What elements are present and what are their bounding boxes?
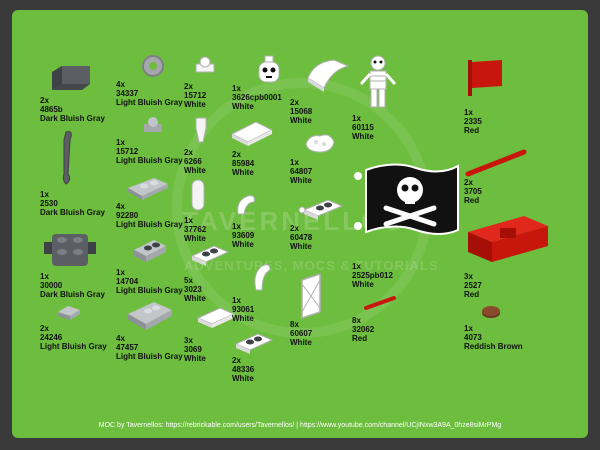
part-image-3023: [190, 245, 230, 266]
part-image-2527: [468, 216, 548, 262]
part-image-48336: [234, 333, 274, 354]
part-image-34337: [142, 55, 164, 77]
part-image-37762: [191, 179, 205, 211]
part-image-64807: [305, 134, 335, 153]
part-image-60607: [301, 272, 321, 320]
part-image-30000: [44, 234, 96, 266]
part-image-85984: [230, 121, 274, 146]
part-image-92280: [128, 178, 168, 200]
part-image-47457: [128, 302, 172, 330]
part-image-6266: [195, 117, 207, 143]
part-image-2530: [62, 131, 72, 185]
part-image-3705: [465, 149, 527, 177]
parts-inventory-board: TAVERNELLOS ADVENTURES, MOCS & TUTORIALS…: [12, 10, 588, 438]
part-image-4073: [482, 306, 500, 318]
part-image-93609: [237, 195, 255, 215]
part-image-93061: [254, 264, 271, 291]
part-image-4865b: [52, 66, 90, 90]
part-image-15068: [307, 59, 350, 92]
part-image-3069: [196, 307, 236, 328]
part-image-60478: [298, 199, 344, 220]
watermark-subtitle: ADVENTURES, MOCS & TUTORIALS: [184, 258, 439, 273]
part-image-15712-gray: [144, 117, 162, 132]
credits-footer: MOC by Tavernellos: https://rebrickable.…: [98, 422, 502, 429]
part-image-60115: [359, 55, 397, 108]
part-image-32062: [364, 296, 396, 310]
part-image-14704: [134, 240, 166, 262]
part-image-2335: [468, 60, 502, 96]
part-image-3626cpb0001: [258, 55, 280, 83]
part-image-24246: [58, 306, 80, 320]
part-image-2525pb012: [354, 163, 459, 235]
part-image-15712-white: [195, 56, 215, 73]
